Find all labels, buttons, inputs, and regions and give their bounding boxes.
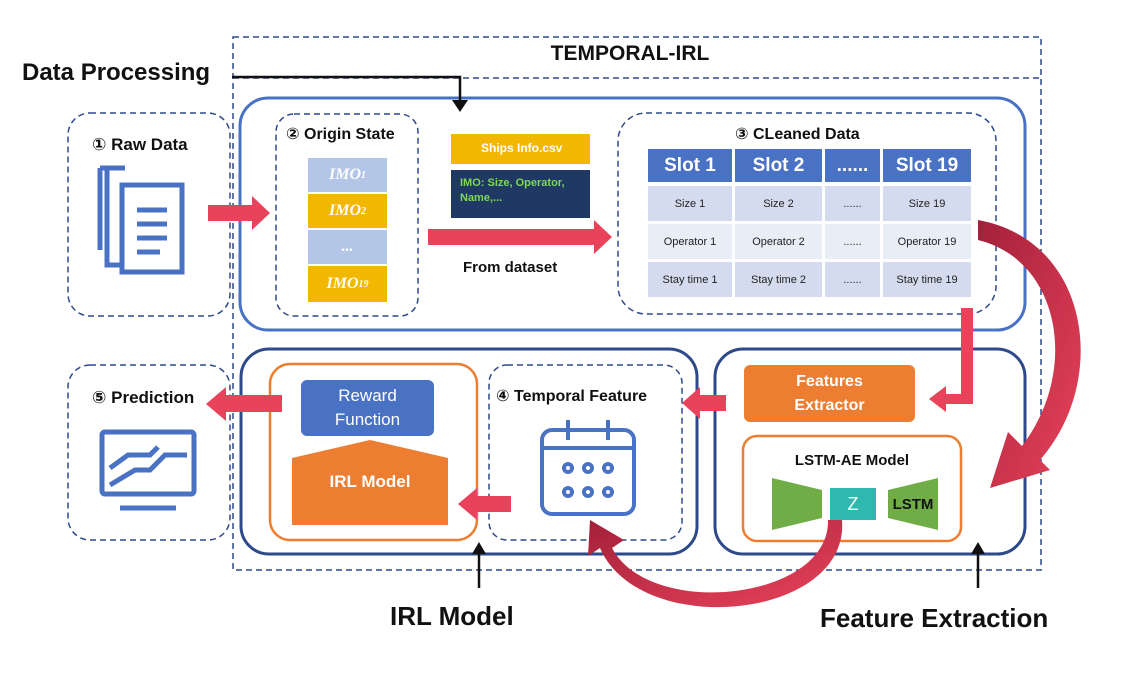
data-processing-arrowhead <box>452 100 468 112</box>
table-cell: ...... <box>825 186 880 221</box>
lstm-ae-title: LSTM-AE Model <box>794 452 910 469</box>
temporal-irl-frame <box>232 36 1042 571</box>
irl-model-label: IRL Model <box>390 601 514 631</box>
features-extractor-line1: Features <box>796 372 863 390</box>
table-cell: Size 2 <box>735 186 822 221</box>
arrow-extractor-to-temporal <box>682 387 726 419</box>
feature-extraction-label: Feature Extraction <box>820 603 1049 633</box>
irl-model-shape <box>292 440 448 525</box>
arrow-raw-to-origin <box>208 196 270 230</box>
raw-data-title: ① Raw Data <box>92 135 188 154</box>
imo-cell-ellipsis: ... <box>308 230 387 264</box>
reward-function-line2: Function <box>334 410 401 429</box>
table-cell: ...... <box>825 262 880 297</box>
from-dataset-label: From dataset <box>463 259 558 276</box>
origin-state-title: ② Origin State <box>286 126 395 143</box>
features-extractor-box: Features Extractor <box>744 365 915 422</box>
table-header: Slot 2 <box>735 149 822 182</box>
table-cell: Operator 1 <box>648 224 732 259</box>
temporal-feature-box <box>488 364 683 541</box>
ships-info-filename: Ships Info.csv <box>481 141 563 155</box>
page-title: TEMPORAL-IRL <box>550 42 710 65</box>
document-icon <box>104 170 185 275</box>
table-cell: Operator 2 <box>735 224 822 259</box>
arrow-origin-to-cleaned <box>428 220 612 254</box>
encoder-shape <box>772 478 822 530</box>
table-cell: Stay time 2 <box>735 262 822 297</box>
table-header: Slot 19 <box>883 149 971 182</box>
latent-z-box: Z <box>830 488 876 520</box>
table-cell: Stay time 19 <box>883 262 971 297</box>
prediction-title: ⑤ Prediction <box>92 388 195 407</box>
temporal-feature-title: ④ Temporal Feature <box>496 388 648 405</box>
origin-state-box <box>275 113 419 317</box>
arrow-irl-to-prediction <box>206 387 282 421</box>
curve-table-to-lstm <box>978 220 1081 488</box>
irl-block-box <box>239 347 699 556</box>
data-processing-connector <box>232 75 462 106</box>
calendar-icon <box>540 420 636 516</box>
table-cell: Size 1 <box>648 186 732 221</box>
table-cell: Size 19 <box>883 186 971 221</box>
table-cell: Operator 19 <box>883 224 971 259</box>
lstm-ae-box <box>741 434 963 543</box>
decoder-shape <box>888 478 938 530</box>
reward-function-line1: Reward <box>338 386 397 405</box>
curve-z-to-temporal <box>588 520 843 608</box>
irl-inner-box <box>268 362 479 542</box>
arrow-cleaned-to-extractor <box>929 308 973 412</box>
reward-function-box: Reward Function <box>301 380 434 436</box>
irl-label-arrowhead <box>472 542 486 554</box>
ships-info-file <box>451 134 590 164</box>
feature-label-arrowhead <box>971 542 985 554</box>
ships-info-description: IMO: Size, Operator, Name,... <box>460 177 565 204</box>
arrow-temporal-to-irl <box>458 488 511 520</box>
monitor-chart-icon <box>99 429 197 511</box>
irl-model-text: IRL Model <box>329 472 411 491</box>
table-cell: ...... <box>825 224 880 259</box>
cleaned-data-title: ③ CLeaned Data <box>735 126 860 143</box>
table-cell: Stay time 1 <box>648 262 732 297</box>
lstm-label: LSTM <box>892 496 934 513</box>
table-header: ...... <box>825 149 880 182</box>
cleaned-data-box <box>617 112 997 315</box>
features-extractor-line2: Extractor <box>794 396 865 414</box>
data-processing-label: Data Processing <box>22 59 211 86</box>
table-header: Slot 1 <box>648 149 732 182</box>
prediction-box <box>67 364 231 541</box>
ships-info-panel <box>451 170 590 218</box>
